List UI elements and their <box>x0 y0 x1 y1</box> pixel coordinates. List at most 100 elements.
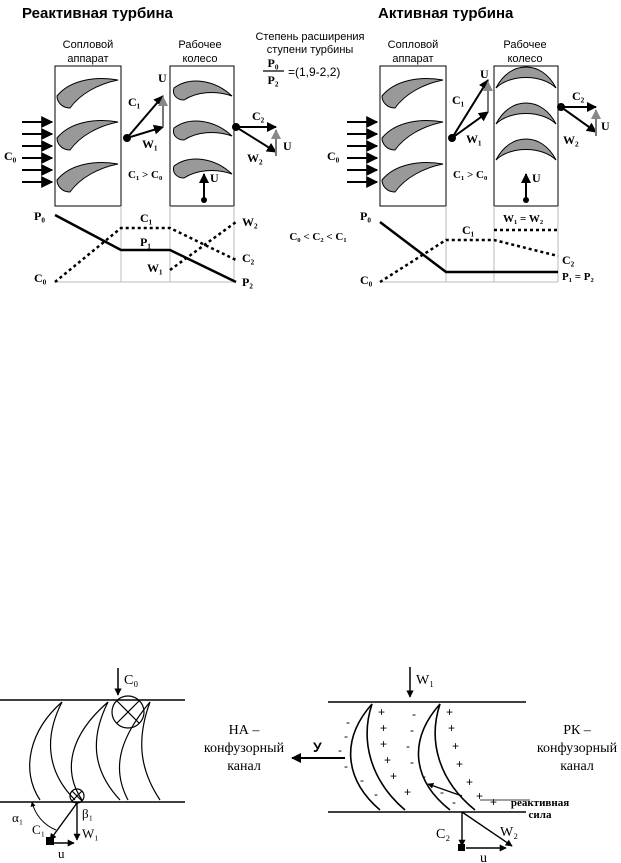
rotor-reactive-force-label-1: реактивная <box>511 797 569 809</box>
rotor-blade <box>417 703 451 811</box>
nozzle-alpha-arc <box>30 801 57 831</box>
svg-text:+: + <box>446 705 453 719</box>
svg-text:-: - <box>344 729 348 743</box>
reactive-cond-label: C₁ > C₀ <box>128 169 163 181</box>
rotor-force-label: У <box>313 739 322 755</box>
reactive-plot-C2: C₂ <box>242 251 255 265</box>
svg-text:+: + <box>490 795 497 809</box>
rotor-channel-label-2: конфузорный <box>537 741 618 756</box>
reactive-plot-P2: P₂ <box>242 275 253 289</box>
svg-text:-: - <box>338 743 342 757</box>
active-turbine-diagram: Активная турбина Сопловой аппарат Рабоче… <box>327 5 610 287</box>
svg-text:-: - <box>452 795 456 809</box>
svg-text:+: + <box>378 705 385 719</box>
active-W2-vector <box>560 106 597 133</box>
reactive-pressure-line <box>54 213 237 284</box>
rotor-C2-label: C₂ <box>436 827 450 842</box>
rotor-reactive-force-arrow <box>427 782 463 797</box>
active-U2-label: U <box>601 119 610 133</box>
active-nozzle-blade <box>381 78 444 109</box>
nozzle-blade <box>118 701 151 801</box>
reactive-plot-P0: P₀ <box>34 209 45 223</box>
nozzle-C1-label: C₁ <box>32 822 45 837</box>
svg-text:+: + <box>452 739 459 753</box>
svg-text:-: - <box>406 739 410 753</box>
svg-text:+: + <box>476 789 483 803</box>
reactive-nozzle-blade <box>56 120 119 151</box>
reactive-rotor-label-1: Рабочее <box>178 39 221 51</box>
expansion-label-1: Степень расширения <box>255 31 364 43</box>
rotor-blade <box>349 703 381 811</box>
reactive-turbine-diagram: Реактивная турбина Сопловой аппарат Рабо… <box>4 5 292 289</box>
active-nozzle-label-2: аппарат <box>392 53 433 65</box>
active-rotor-U-label: U <box>532 171 541 185</box>
svg-text:+: + <box>390 769 397 783</box>
expansion-value: =(1,9-2,2) <box>288 65 340 79</box>
active-nozzle-blade <box>381 162 444 193</box>
rotor-triangle-corner <box>458 844 465 851</box>
reactive-plot-W2: W₂ <box>242 215 258 229</box>
reactive-nozzle-blade <box>56 78 119 109</box>
active-rotor-label-1: Рабочее <box>503 39 546 51</box>
active-plot-C0: C₀ <box>360 273 373 287</box>
active-pressure-line <box>379 221 558 274</box>
reactive-W2-label: W₂ <box>247 151 263 165</box>
active-rotor-blade <box>495 66 557 89</box>
rotor-blade <box>434 703 476 811</box>
active-nozzle-blade <box>381 120 444 151</box>
nozzle-blade <box>95 701 121 801</box>
reactive-plot-C1: C₁ <box>140 211 153 225</box>
active-plot-W1W2: W₁ = W₂ <box>503 213 544 225</box>
svg-text:+: + <box>384 753 391 767</box>
rotor-blade <box>366 703 406 811</box>
nozzle-channel-label-3: канал <box>227 759 261 774</box>
nozzle-u-label: u <box>58 846 65 861</box>
nozzle-blade <box>70 701 109 801</box>
svg-text:+: + <box>380 737 387 751</box>
velocity-inequality: C₀ < C₂ < C₁ <box>289 231 346 243</box>
active-C2-label: C₂ <box>572 89 585 103</box>
nozzle-channel-label-2: конфузорный <box>204 741 285 756</box>
nozzle-C0-label: C₀ <box>124 673 138 688</box>
active-W1-vector <box>451 111 489 139</box>
nozzle-blade <box>141 701 161 801</box>
reactive-C2-label: C₂ <box>252 109 265 123</box>
svg-text:-: - <box>344 759 348 773</box>
reactive-nozzle-label-1: Сопловой <box>63 39 114 51</box>
reactive-W-line <box>169 220 237 272</box>
reactive-C-line <box>54 226 237 283</box>
nozzle-alpha1-label: α₁ <box>12 810 23 825</box>
reactive-rotor-U-origin <box>201 197 207 203</box>
rotor-u-label: u <box>480 851 487 863</box>
rotor-W1-label: W₁ <box>416 673 434 688</box>
reactive-rotor-blade <box>173 120 233 141</box>
expansion-numerator: P₀ <box>268 56 279 70</box>
expansion-denominator: P₂ <box>268 73 279 87</box>
reactive-W1-label: W₁ <box>142 137 158 151</box>
reactive-C1-vector <box>126 95 164 139</box>
rotor-channel-diagram: W₁ У -+ -+ -+ -+ -+ -+ -+ -+ -+ -+ -+ -+… <box>291 667 618 863</box>
reactive-U2-label: U <box>283 139 292 153</box>
nozzle-beta1-label: β₁ <box>82 806 93 821</box>
rotor-channel-label-3: канал <box>560 759 594 774</box>
svg-text:-: - <box>410 723 414 737</box>
reactive-C1-label: C₁ <box>128 95 141 109</box>
rotor-W2-label: W₂ <box>500 825 518 840</box>
reactive-W2-vector <box>235 126 277 153</box>
reactive-rotor-box <box>169 65 235 207</box>
reactive-plot-P1: P₁ <box>140 235 151 249</box>
svg-text:+: + <box>456 757 463 771</box>
active-W2-label: W₂ <box>563 133 579 147</box>
reactive-nozzle-blade <box>56 162 119 193</box>
active-nozzle-label-1: Сопловой <box>388 39 439 51</box>
rotor-pressure-signs: -+ -+ -+ -+ -+ -+ -+ -+ -+ -+ -+ -+ -+ <box>338 705 497 809</box>
svg-text:-: - <box>346 715 350 729</box>
nozzle-channel-label-1: НА – <box>229 723 261 738</box>
nozzle-blade <box>29 701 63 801</box>
active-C-line <box>379 238 559 284</box>
svg-text:-: - <box>422 769 426 783</box>
reactive-U1-label: U <box>158 71 167 85</box>
svg-text:-: - <box>360 773 364 787</box>
active-U1-label: U <box>480 67 489 81</box>
active-C1-vector <box>451 79 489 139</box>
